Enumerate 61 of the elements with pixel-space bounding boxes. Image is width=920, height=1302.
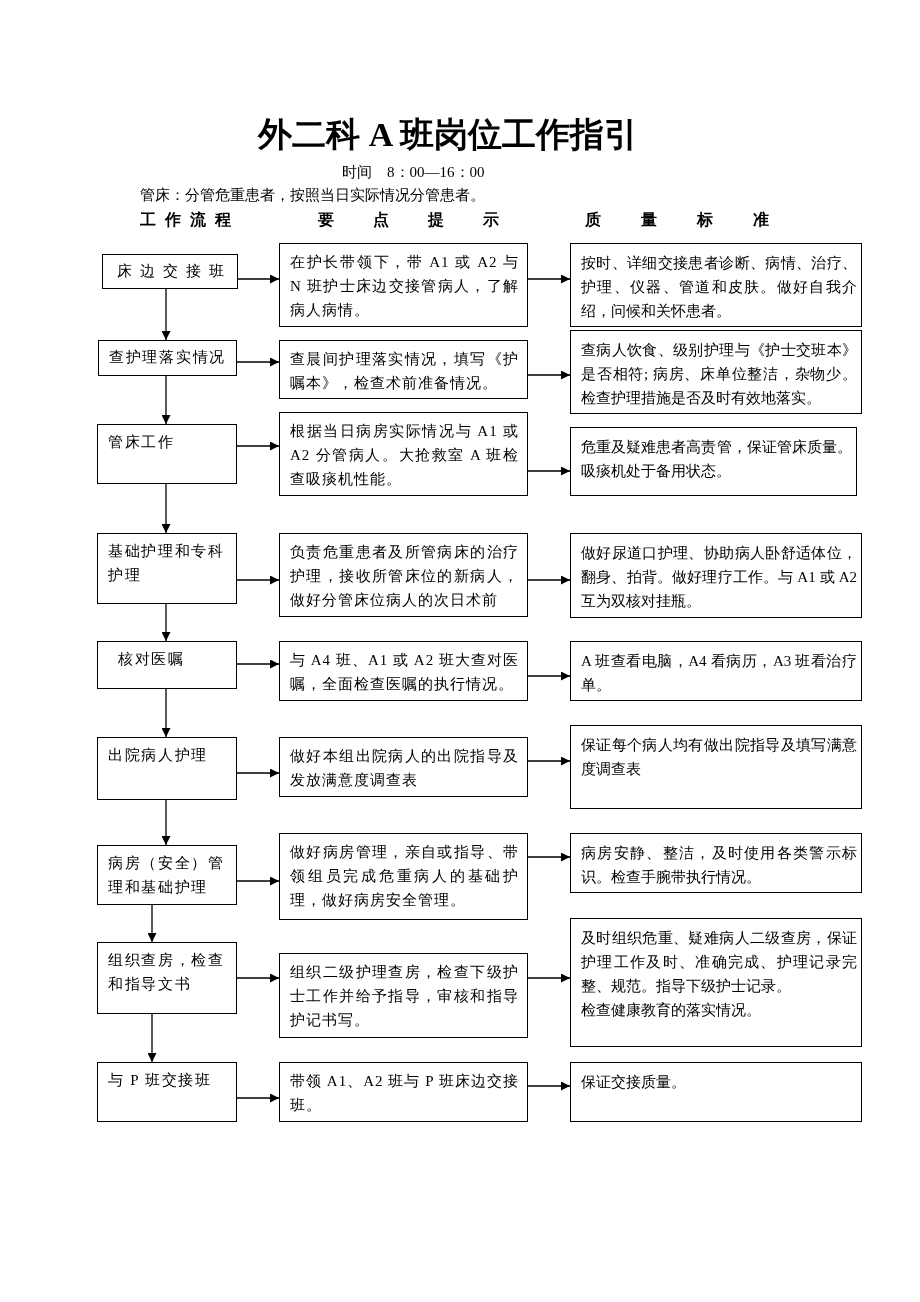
arrow — [147, 904, 157, 943]
title: 外二科 A 班岗位工作指引 — [258, 116, 638, 153]
key-point-box: 与 A4 班、A1 或 A2 班大查对医嘱，全面检查医嘱的执行情况。 — [279, 641, 528, 701]
column-header: 要点提示 — [318, 210, 538, 230]
time-text: 时间 8：00—16：00 — [342, 163, 485, 182]
standard-box: 病房安静、整洁，及时使用各类警示标识。检查手腕带执行情况。 — [570, 833, 862, 893]
standard-box: 查病人饮食、级别护理与《护士交班本》是否相符; 病房、床单位整洁，杂物少。检查护理措施是否及时有效地落实。 — [570, 330, 862, 414]
arrow — [236, 575, 280, 585]
key-point-box: 带领 A1、A2 班与 P 班床边交接班。 — [279, 1062, 528, 1122]
standard-box: A 班查看电脑，A4 看病历，A3 班看治疗单。 — [570, 641, 862, 701]
step-box: 床边交接班 — [102, 254, 238, 289]
key-point-box: 组织二级护理查房，检查下级护士工作并给予指导，审核和指导护记书写。 — [279, 953, 528, 1038]
arrow — [527, 274, 571, 284]
arrow — [527, 756, 571, 766]
arrow — [161, 483, 171, 534]
step-box: 病房（安全）管理和基础护理 — [97, 845, 237, 905]
standard-box: 做好尿道口护理、协助病人卧舒适体位，翻身、拍背。做好理疗工作。与 A1 或 A2 互为双核对挂瓶。 — [570, 533, 862, 618]
arrow — [527, 370, 571, 380]
step-box: 查护理落实情况 — [98, 340, 237, 376]
arrow — [527, 575, 571, 585]
arrow — [527, 852, 571, 862]
standard-box: 危重及疑难患者高责管，保证管床质量。吸痰机处于备用状态。 — [570, 427, 857, 496]
note-text: 管床：分管危重患者，按照当日实际情况分管患者。 — [140, 186, 485, 205]
arrow — [161, 603, 171, 642]
key-point-box: 查晨间护理落实情况，填写《护嘱本》，检查术前准备情况。 — [279, 340, 528, 399]
arrow — [236, 441, 280, 451]
arrow — [236, 1093, 280, 1103]
arrow — [237, 274, 280, 284]
arrow — [527, 671, 571, 681]
standard-box — [570, 918, 862, 1047]
arrow — [236, 659, 280, 669]
standard-box: 保证每个病人均有做出院指导及填写满意度调查表 — [570, 725, 862, 809]
key-point-box: 做好病房管理，亲自或指导、带领组员完成危重病人的基础护理，做好病房安全管理。 — [279, 833, 528, 920]
step-box: 核对医嘱 — [97, 641, 237, 689]
arrow — [236, 357, 280, 367]
arrow — [527, 973, 571, 983]
arrow — [527, 1081, 571, 1091]
arrow — [236, 768, 280, 778]
arrow — [161, 375, 171, 425]
step-box: 管床工作 — [97, 424, 237, 484]
step-box: 基础护理和专科护理 — [97, 533, 237, 604]
standard-box: 保证交接质量。 — [570, 1062, 862, 1122]
step-box: 与 P 班交接班 — [97, 1062, 237, 1122]
box-text: 及时组织危重、疑难病人二级查房，保证护理工作及时、准确完成、护理记录完整、规范。指导下级护士记录。 — [581, 929, 857, 996]
column-header: 质量标准 — [585, 210, 809, 230]
box-text: 检查健康教育的落实情况。 — [581, 1001, 762, 1020]
key-point-box: 做好本组出院病人的出院指导及发放满意度调查表 — [279, 737, 528, 797]
key-point-box: 负责危重患者及所管病床的治疗护理，接收所管床位的新病人，做好分管床位病人的次日术前 — [279, 533, 528, 617]
arrow — [161, 288, 171, 341]
arrow — [161, 688, 171, 738]
arrow — [236, 876, 280, 886]
arrow — [161, 799, 171, 846]
key-point-box: 在护长带领下，带 A1 或 A2 与 N 班护士床边交接管病人，了解病人病情。 — [279, 243, 528, 327]
arrow — [236, 973, 280, 983]
arrow — [527, 466, 571, 476]
step-box: 出院病人护理 — [97, 737, 237, 800]
column-header: 工作流程 — [140, 210, 240, 230]
arrow — [147, 1013, 157, 1063]
standard-box: 按时、详细交接患者诊断、病情、治疗、护理、仪器、管道和皮肤。做好自我介绍，问候和关怀患者。 — [570, 243, 862, 327]
step-box: 组织查房，检查和指导文书 — [97, 942, 237, 1014]
key-point-box: 根据当日病房实际情况与 A1 或 A2 分管病人。大抢救室 A 班检查吸痰机性能。 — [279, 412, 528, 496]
